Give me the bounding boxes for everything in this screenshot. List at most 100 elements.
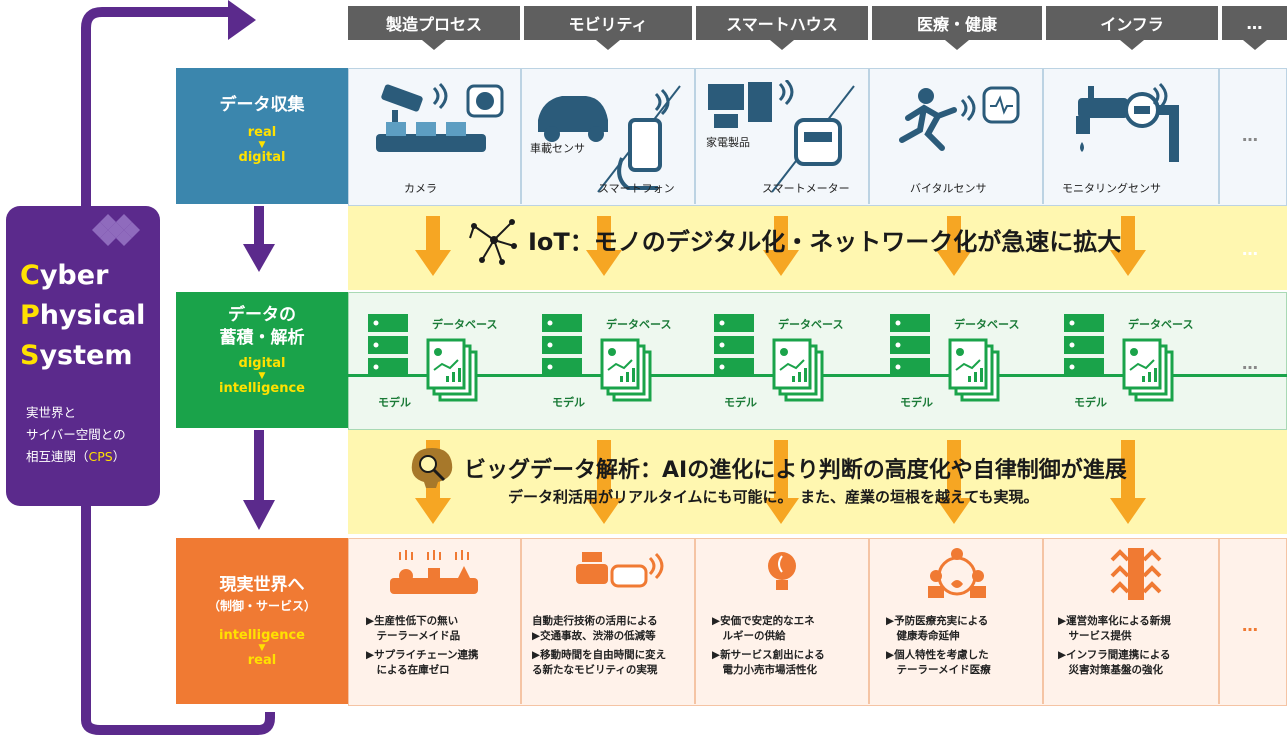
stage-real-world: 現実世界へ （制御・サービス） intelligence ▼ real xyxy=(176,538,348,704)
column-header-smarthouse: スマートハウス xyxy=(696,6,868,50)
caption-appliance: 家電製品 xyxy=(706,136,750,149)
bigdata-headline: ビッグデータ解析：AIの進化により判断の高度化や自律制御が進展 xyxy=(464,458,1127,483)
real-world-effect: ▶予防医療充実による 健康寿命延伸▶個人特性を考慮した テーラーメイド医療 xyxy=(886,614,991,678)
stage-arrow: ▼ xyxy=(258,140,266,150)
effect-line: ▶運営効率化による新規 xyxy=(1058,615,1171,627)
flow-arrow-stem xyxy=(774,216,788,250)
cps-panel: Cyber Physical System 実世界と サイバー空間との 相互連関… xyxy=(6,206,160,506)
caption-vital-sensor: バイタルセンサ xyxy=(910,182,987,195)
effect-line: 電力小売市場活性化 xyxy=(712,664,817,676)
flow-arrow-icon xyxy=(415,250,451,276)
cps-title-system: System xyxy=(20,340,133,371)
flow-arrow-icon xyxy=(1110,498,1146,524)
effect-line: による在庫ゼロ xyxy=(366,664,450,676)
caption-smart-meter: スマートメーター xyxy=(762,182,850,195)
divider xyxy=(1042,538,1044,704)
effect-line: ▶新サービス創出による xyxy=(712,649,825,661)
stage-data-collection: データ収集 real ▼ digital xyxy=(176,68,348,204)
flow-arrow-icon xyxy=(763,250,799,276)
effect-line: ▶予防医療充実による xyxy=(886,615,989,627)
column-header-medical: 医療・健康 xyxy=(872,6,1042,50)
flow-arrow-stem xyxy=(597,440,611,498)
caption-car-sensor: 車載センサ xyxy=(530,142,585,155)
model-label: モデル xyxy=(378,396,411,409)
database-server-icon xyxy=(1064,314,1174,402)
divider xyxy=(694,538,696,704)
database-server-icon xyxy=(542,314,652,402)
divider xyxy=(520,68,522,204)
appliance-meter-icon xyxy=(708,80,855,193)
flow-arrow-icon xyxy=(586,250,622,276)
flow-arrow-icon xyxy=(936,498,972,524)
column-header-more: … xyxy=(1222,6,1287,50)
cps-description: 実世界と サイバー空間との 相互連関（CPS） xyxy=(26,405,126,464)
caption-monitoring-sensor: モニタリングセンサ xyxy=(1062,182,1161,195)
real-world-effect: 自動走行技術の活用による▶交通事故、渋滞の低減等▶移動時間を自由時間に変える新た… xyxy=(532,614,666,678)
database-cell: データベースモデル xyxy=(884,300,1034,420)
flow-arrow-icon xyxy=(1110,250,1146,276)
bigdata-subline: データ利活用がリアルタイムにも可能に。 また、産業の垣根を越えても実現。 xyxy=(508,488,1039,506)
stage-title: データの xyxy=(228,305,296,325)
effect-line: テーラーメイド医療 xyxy=(886,664,991,676)
flow-arrow-icon xyxy=(586,498,622,524)
flow-arrow-stem xyxy=(426,216,440,250)
effect-line: ▶インフラ間連携による xyxy=(1058,649,1171,661)
medical-team-icon xyxy=(928,548,986,598)
divider xyxy=(868,68,870,204)
divider xyxy=(694,68,696,204)
iot-headline: IoT：モノのデジタル化・ネットワーク化が急速に拡大 xyxy=(528,228,1122,256)
runner-icon xyxy=(899,86,1020,151)
brain-analysis-icon xyxy=(411,448,453,488)
flow-arrow-stem xyxy=(597,216,611,250)
effect-line: ▶個人特性を考慮した xyxy=(886,649,989,661)
database-label: データベース xyxy=(1128,318,1194,331)
autonomous-car-icon xyxy=(576,552,664,588)
real-world-effect: ▶生産性低下の無い テーラーメイド品 ▶サプライチェーン連携 による在庫ゼロ xyxy=(366,614,479,678)
model-label: モデル xyxy=(724,396,757,409)
effect-line: 自動走行技術の活用による xyxy=(532,615,658,627)
real-world-effect: ▶運営効率化による新規 サービス提供 ▶インフラ間連携による 災害対策基盤の強化 xyxy=(1058,614,1171,678)
effect-line: ▶サプライチェーン連携 xyxy=(366,649,479,661)
flow-arrow-stem xyxy=(1121,216,1135,250)
network-node-icon xyxy=(469,219,517,265)
stage-to: real xyxy=(247,653,277,668)
database-label: データベース xyxy=(432,318,498,331)
database-cell: データベースモデル xyxy=(708,300,858,420)
stage-arrow: ▼ xyxy=(258,371,266,381)
flow-arrow-stem xyxy=(947,216,961,250)
stage-title: 蓄積・解析 xyxy=(219,328,305,348)
model-label: モデル xyxy=(900,396,933,409)
stage-title: 現実世界へ xyxy=(219,575,305,595)
car-smartphone-icon xyxy=(538,85,681,193)
database-label: データベース xyxy=(954,318,1020,331)
caption-camera: カメラ xyxy=(404,182,437,195)
flow-arrow-icon xyxy=(936,250,972,276)
network-mesh-icon xyxy=(92,214,140,246)
divider xyxy=(1042,68,1044,204)
stage-from: real xyxy=(247,125,277,140)
more-ellipsis: … xyxy=(1242,616,1258,635)
database-cell: データベースモデル xyxy=(362,300,512,420)
effect-line: ルギーの供給 xyxy=(712,630,786,642)
stage-to: digital xyxy=(238,150,286,165)
database-server-icon xyxy=(368,314,478,402)
effect-line: サービス提供 xyxy=(1058,630,1132,642)
factory-line-icon xyxy=(390,550,478,594)
divider xyxy=(1218,538,1220,704)
caption-smartphone: スマートフォン xyxy=(598,182,675,195)
effect-line: 災害対策基盤の強化 xyxy=(1058,664,1163,676)
flow-arrow-stem xyxy=(947,440,961,498)
divider xyxy=(1218,68,1220,204)
column-header-infrastructure: インフラ xyxy=(1046,6,1218,50)
stage-title: データ収集 xyxy=(219,95,305,115)
effect-line: ▶生産性低下の無い xyxy=(366,615,459,627)
effect-line: テーラーメイド品 xyxy=(366,630,461,642)
flow-arrow-stem xyxy=(774,440,788,498)
water-pipe-icon xyxy=(1076,82,1179,162)
more-ellipsis: … xyxy=(1242,126,1258,145)
effect-line: ▶移動時間を自由時間に変え xyxy=(532,649,667,661)
column-header-manufacturing: 製造プロセス xyxy=(348,6,520,50)
effect-line: ▶交通事故、渋滞の低減等 xyxy=(532,630,656,642)
divider xyxy=(868,538,870,704)
stage-arrow: ▼ xyxy=(258,643,266,653)
